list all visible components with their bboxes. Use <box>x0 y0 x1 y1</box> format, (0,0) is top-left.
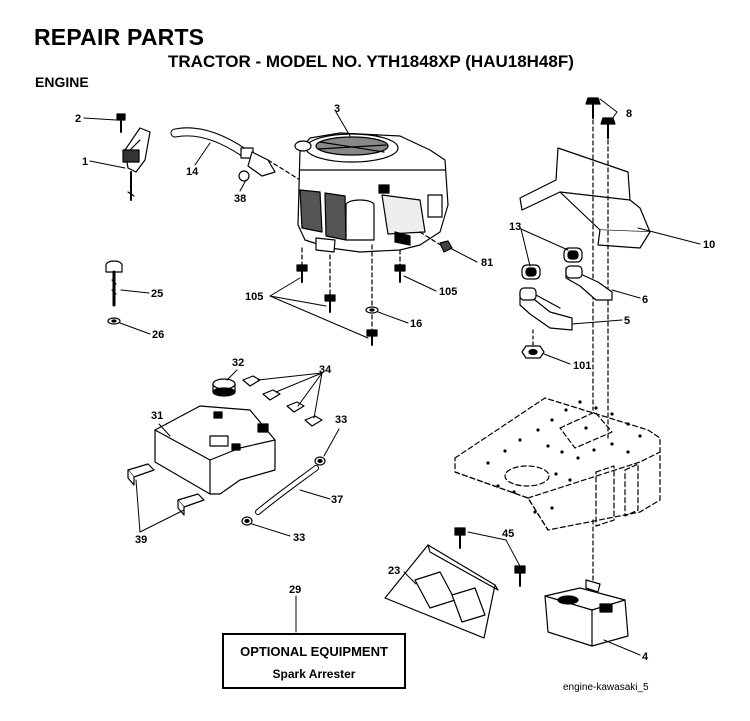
part-engine-bolts-105 <box>296 264 406 346</box>
callout-23: 23 <box>388 565 400 577</box>
callout-8: 8 <box>626 108 632 120</box>
section-heading: ENGINE <box>35 74 89 90</box>
part-heat-shield-23 <box>384 544 499 639</box>
callout-3: 3 <box>334 103 340 115</box>
callout-33-upper: 33 <box>335 414 347 426</box>
callout-34: 34 <box>319 364 332 376</box>
part-nut-81 <box>439 240 453 253</box>
part-screw-2 <box>116 113 126 133</box>
part-engine <box>294 132 449 253</box>
callout-101: 101 <box>573 360 591 372</box>
part-exhaust-pipe-6 <box>565 265 613 301</box>
callout-105-left: 105 <box>245 291 263 303</box>
callout-32: 32 <box>232 357 244 369</box>
part-shield-10 <box>519 147 651 249</box>
callout-13: 13 <box>509 221 521 233</box>
optional-equipment-heading: OPTIONAL EQUIPMENT <box>240 644 388 659</box>
leader-lines <box>83 98 701 656</box>
callout-45: 45 <box>502 528 514 540</box>
callout-4: 4 <box>642 651 649 663</box>
frame-holes <box>486 400 642 514</box>
part-nut-101 <box>521 345 545 359</box>
callout-26: 26 <box>152 329 164 341</box>
part-pads-34 <box>242 375 323 427</box>
part-pad-31 <box>154 405 276 495</box>
callout-81: 81 <box>481 257 493 269</box>
part-dipstick-25 <box>105 260 123 307</box>
part-screws-8 <box>585 97 616 139</box>
callout-14: 14 <box>186 166 199 178</box>
part-washer-16 <box>365 306 379 314</box>
callout-38: 38 <box>234 193 246 205</box>
model-subtitle: TRACTOR - MODEL NO. YTH1848XP (HAU18H48F… <box>168 52 574 71</box>
part-hose-37 <box>255 465 319 515</box>
callout-39: 39 <box>135 534 147 546</box>
part-clamp-33-upper <box>314 456 326 466</box>
optional-equipment-item: Spark Arrester <box>272 667 356 681</box>
optional-equipment-box: OPTIONAL EQUIPMENT Spark Arrester <box>222 633 406 689</box>
part-gaskets-13 <box>521 247 583 280</box>
part-26 <box>107 317 121 325</box>
callout-33-lower: 33 <box>293 532 305 544</box>
callout-2: 2 <box>75 113 81 125</box>
callout-1: 1 <box>82 156 88 168</box>
file-reference: engine-kawasaki_5 <box>563 682 649 693</box>
callout-labels: 1 2 3 14 38 8 10 13 6 5 101 81 105 105 1… <box>75 103 715 663</box>
part-throttle-bracket <box>122 127 151 201</box>
callout-16: 16 <box>410 318 422 330</box>
callout-37: 37 <box>331 494 343 506</box>
callout-105-right: 105 <box>439 286 457 298</box>
part-fuel-hose <box>170 127 254 159</box>
callout-31: 31 <box>151 410 163 422</box>
part-cap-32 <box>212 378 236 397</box>
part-exhaust-pipe-5 <box>519 287 573 331</box>
callout-5: 5 <box>624 315 630 327</box>
callout-10: 10 <box>703 239 715 251</box>
part-fitting-38 <box>238 151 301 182</box>
callout-25: 25 <box>151 288 163 300</box>
part-muffler-4 <box>544 579 629 647</box>
tractor-frame <box>454 397 661 531</box>
page-title: REPAIR PARTS <box>34 24 205 50</box>
callout-29: 29 <box>289 584 301 596</box>
part-screws-45 <box>454 527 526 587</box>
callout-6: 6 <box>642 294 648 306</box>
part-clamp-33-lower <box>241 516 253 526</box>
part-spacers-39 <box>127 463 205 516</box>
